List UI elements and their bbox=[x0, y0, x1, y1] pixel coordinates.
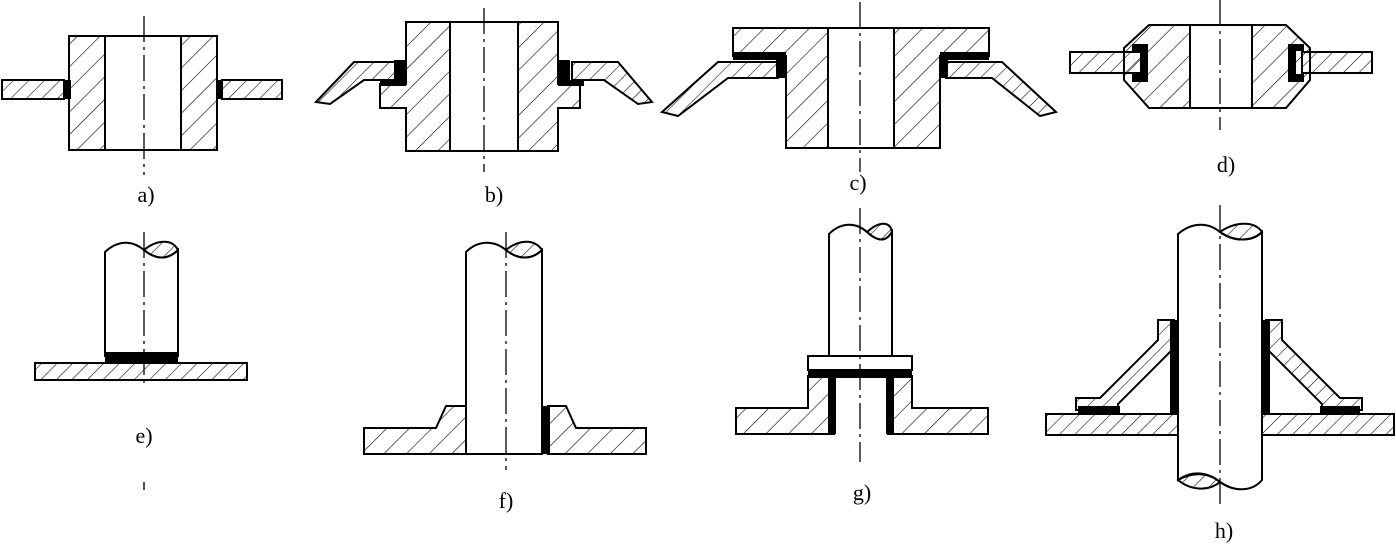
caption-c: c) bbox=[849, 170, 866, 195]
caption-a: a) bbox=[137, 182, 154, 207]
joint-a: a) bbox=[1, 16, 283, 207]
joint-f: f) bbox=[363, 232, 647, 513]
joint-c: c) bbox=[659, 2, 1059, 195]
caption-f: f) bbox=[499, 488, 514, 513]
caption-e: e) bbox=[135, 423, 152, 448]
joint-h: h) bbox=[1045, 205, 1395, 543]
joint-d: d) bbox=[1069, 0, 1373, 177]
caption-b: b) bbox=[485, 182, 503, 207]
caption-h: h) bbox=[1215, 518, 1233, 543]
caption-g: g) bbox=[853, 480, 871, 505]
joint-g: g) bbox=[735, 208, 989, 505]
caption-d: d) bbox=[1217, 152, 1235, 177]
joint-b: b) bbox=[313, 8, 654, 207]
joint-e: e) bbox=[34, 232, 248, 490]
